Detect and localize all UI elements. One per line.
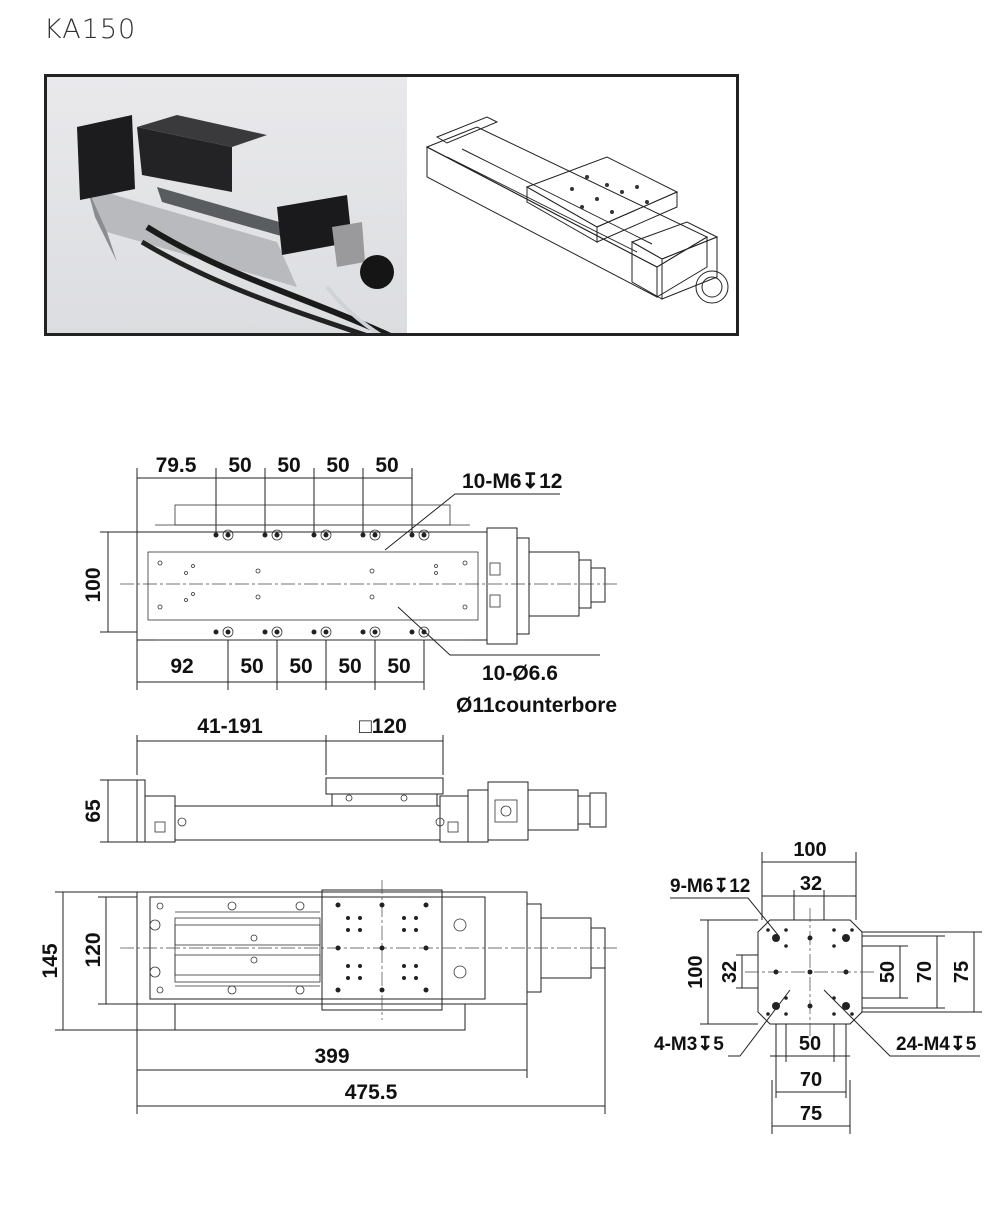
dim-table-r3: 75 (951, 961, 973, 983)
page-title: KA150 (44, 14, 137, 45)
dim-top-2: 50 (277, 454, 300, 477)
dim-bottom-3: 50 (338, 655, 361, 678)
dim-table-b2: 70 (800, 1069, 822, 1091)
callout-table-m4: 24-M4↧5 (896, 1034, 977, 1055)
dim-table-height-left: 100 (685, 955, 707, 988)
dim-table-b1: 50 (799, 1033, 821, 1055)
dim-top-3: 50 (326, 454, 349, 477)
dim-table-width-mid: 32 (800, 873, 822, 895)
bottom-view-drawing: 145 120 399 475.5 (39, 880, 620, 1114)
product-line-drawing (407, 77, 736, 333)
dim-bottom-0: 92 (170, 655, 193, 678)
callout-top-view-thread: 10-M6↧12 (462, 470, 562, 493)
side-view-drawing: 41-191 □120 65 (82, 715, 607, 843)
callout-table-m3: 4-M3↧5 (654, 1034, 724, 1055)
dim-table-size: □120 (359, 715, 407, 738)
dim-table-width-top: 100 (793, 839, 826, 861)
dim-side-height: 65 (82, 799, 105, 823)
callout-table-m6: 9-M6↧12 (670, 876, 750, 897)
dim-table-r1: 50 (877, 961, 899, 983)
dim-bottom-1: 50 (240, 655, 263, 678)
dim-length-399: 399 (314, 1045, 349, 1068)
dim-top-4: 50 (375, 454, 398, 477)
top-view-drawing: 79.5 50 50 50 50 10-M6↧12 (82, 454, 620, 717)
dim-table-height-left-inner: 32 (719, 961, 741, 983)
product-photo (47, 77, 407, 333)
dim-bottom-2: 50 (289, 655, 312, 678)
table-detail-drawing: 100 32 9-M6↧12 100 32 5 (654, 839, 982, 1134)
dim-stroke: 41-191 (197, 715, 263, 738)
callout-counterbore-holes: 10-Ø6.6 (482, 662, 558, 685)
dim-bottom-4: 50 (387, 655, 410, 678)
dim-table-b3: 75 (800, 1103, 822, 1125)
dim-length-475: 475.5 (345, 1081, 398, 1104)
product-image-frame (44, 74, 739, 336)
dim-top-0: 79.5 (156, 454, 197, 477)
dim-top-view-height: 100 (82, 567, 105, 602)
callout-counterbore-size: Ø11counterbore (456, 694, 617, 717)
dim-table-r2: 70 (914, 961, 936, 983)
dim-top-1: 50 (228, 454, 251, 477)
dim-outer-height: 145 (39, 943, 62, 978)
dim-inner-height: 120 (82, 932, 105, 967)
